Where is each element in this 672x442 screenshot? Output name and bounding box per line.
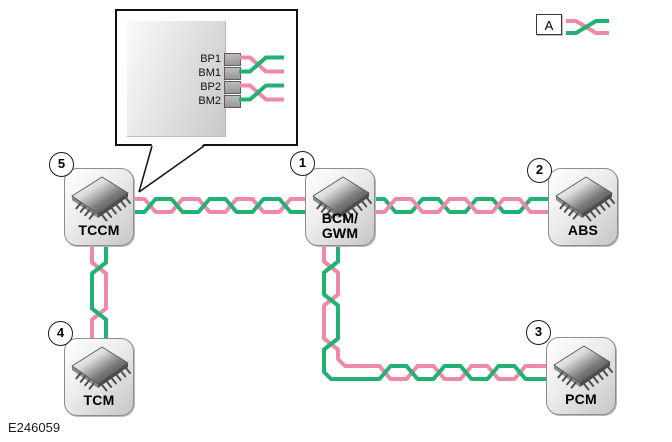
- callout-number-4: 4: [48, 321, 73, 346]
- callout-number-5: 5: [49, 152, 74, 177]
- module-bcm-gwm-label-line1: BCM/: [321, 210, 359, 226]
- module-pcm: PCM: [546, 337, 616, 415]
- bus-corner-pcm-wire-2: [352, 364, 548, 381]
- module-abs: ABS: [548, 168, 618, 246]
- bus-tccm-bcm-wire-2: [132, 197, 307, 214]
- module-tccm: TCCM: [64, 168, 134, 246]
- module-tccm-label: TCCM: [78, 222, 120, 238]
- bus-tccm-bcm-wire-1: [132, 197, 307, 214]
- module-tcm-label: TCM: [83, 392, 115, 408]
- chip-icon: [549, 341, 615, 393]
- callout-number-2: 2: [527, 158, 552, 183]
- module-tcm: TCM: [64, 338, 134, 416]
- inset-pair-1-wire-2: [239, 55, 284, 74]
- bus-corner-wire-green: [322, 351, 353, 381]
- bus-bcm-abs-wire-2: [373, 197, 550, 214]
- pin-label-bp1: BP1: [200, 53, 221, 65]
- inset-module-graphic: [127, 21, 226, 137]
- legend-key-a: A: [536, 14, 562, 35]
- figure-code: E246059: [8, 420, 61, 435]
- callout-tail-right: [138, 145, 205, 193]
- module-bcm-gwm: BCM/ GWM: [305, 168, 375, 246]
- chip-icon: [67, 172, 133, 224]
- pin-label-bm1: BM1: [198, 67, 221, 79]
- bus-corner-pcm-wire-1: [352, 364, 548, 381]
- inset-pair-2-wire-2: [239, 83, 284, 102]
- bus-bcm-abs-wire-1: [373, 197, 550, 214]
- module-bcm-gwm-label-line2: GWM: [321, 225, 359, 241]
- bus-corner-wire-pink: [336, 351, 353, 368]
- callout-number-1: 1: [290, 151, 315, 176]
- pin-label-bp2: BP2: [200, 81, 221, 93]
- callout-number-3: 3: [526, 320, 551, 345]
- inset-connector-detail: BP1 BM1 BP2 BM2: [115, 9, 298, 146]
- module-pcm-label: PCM: [565, 391, 597, 407]
- chip-icon: [67, 342, 133, 394]
- bus-tccm-tcm-wire-1: [90, 244, 108, 340]
- chip-icon: [551, 172, 617, 224]
- bus-tccm-tcm-wire-2: [90, 244, 108, 340]
- pin-label-bm2: BM2: [198, 95, 221, 107]
- callout-tail-left: [138, 145, 153, 193]
- legend-twist-wire-2: [566, 19, 609, 35]
- bus-bcm-down-wire-2: [322, 244, 340, 352]
- module-abs-label: ABS: [567, 222, 599, 238]
- module-bcm-gwm-label: BCM/ GWM: [306, 211, 374, 241]
